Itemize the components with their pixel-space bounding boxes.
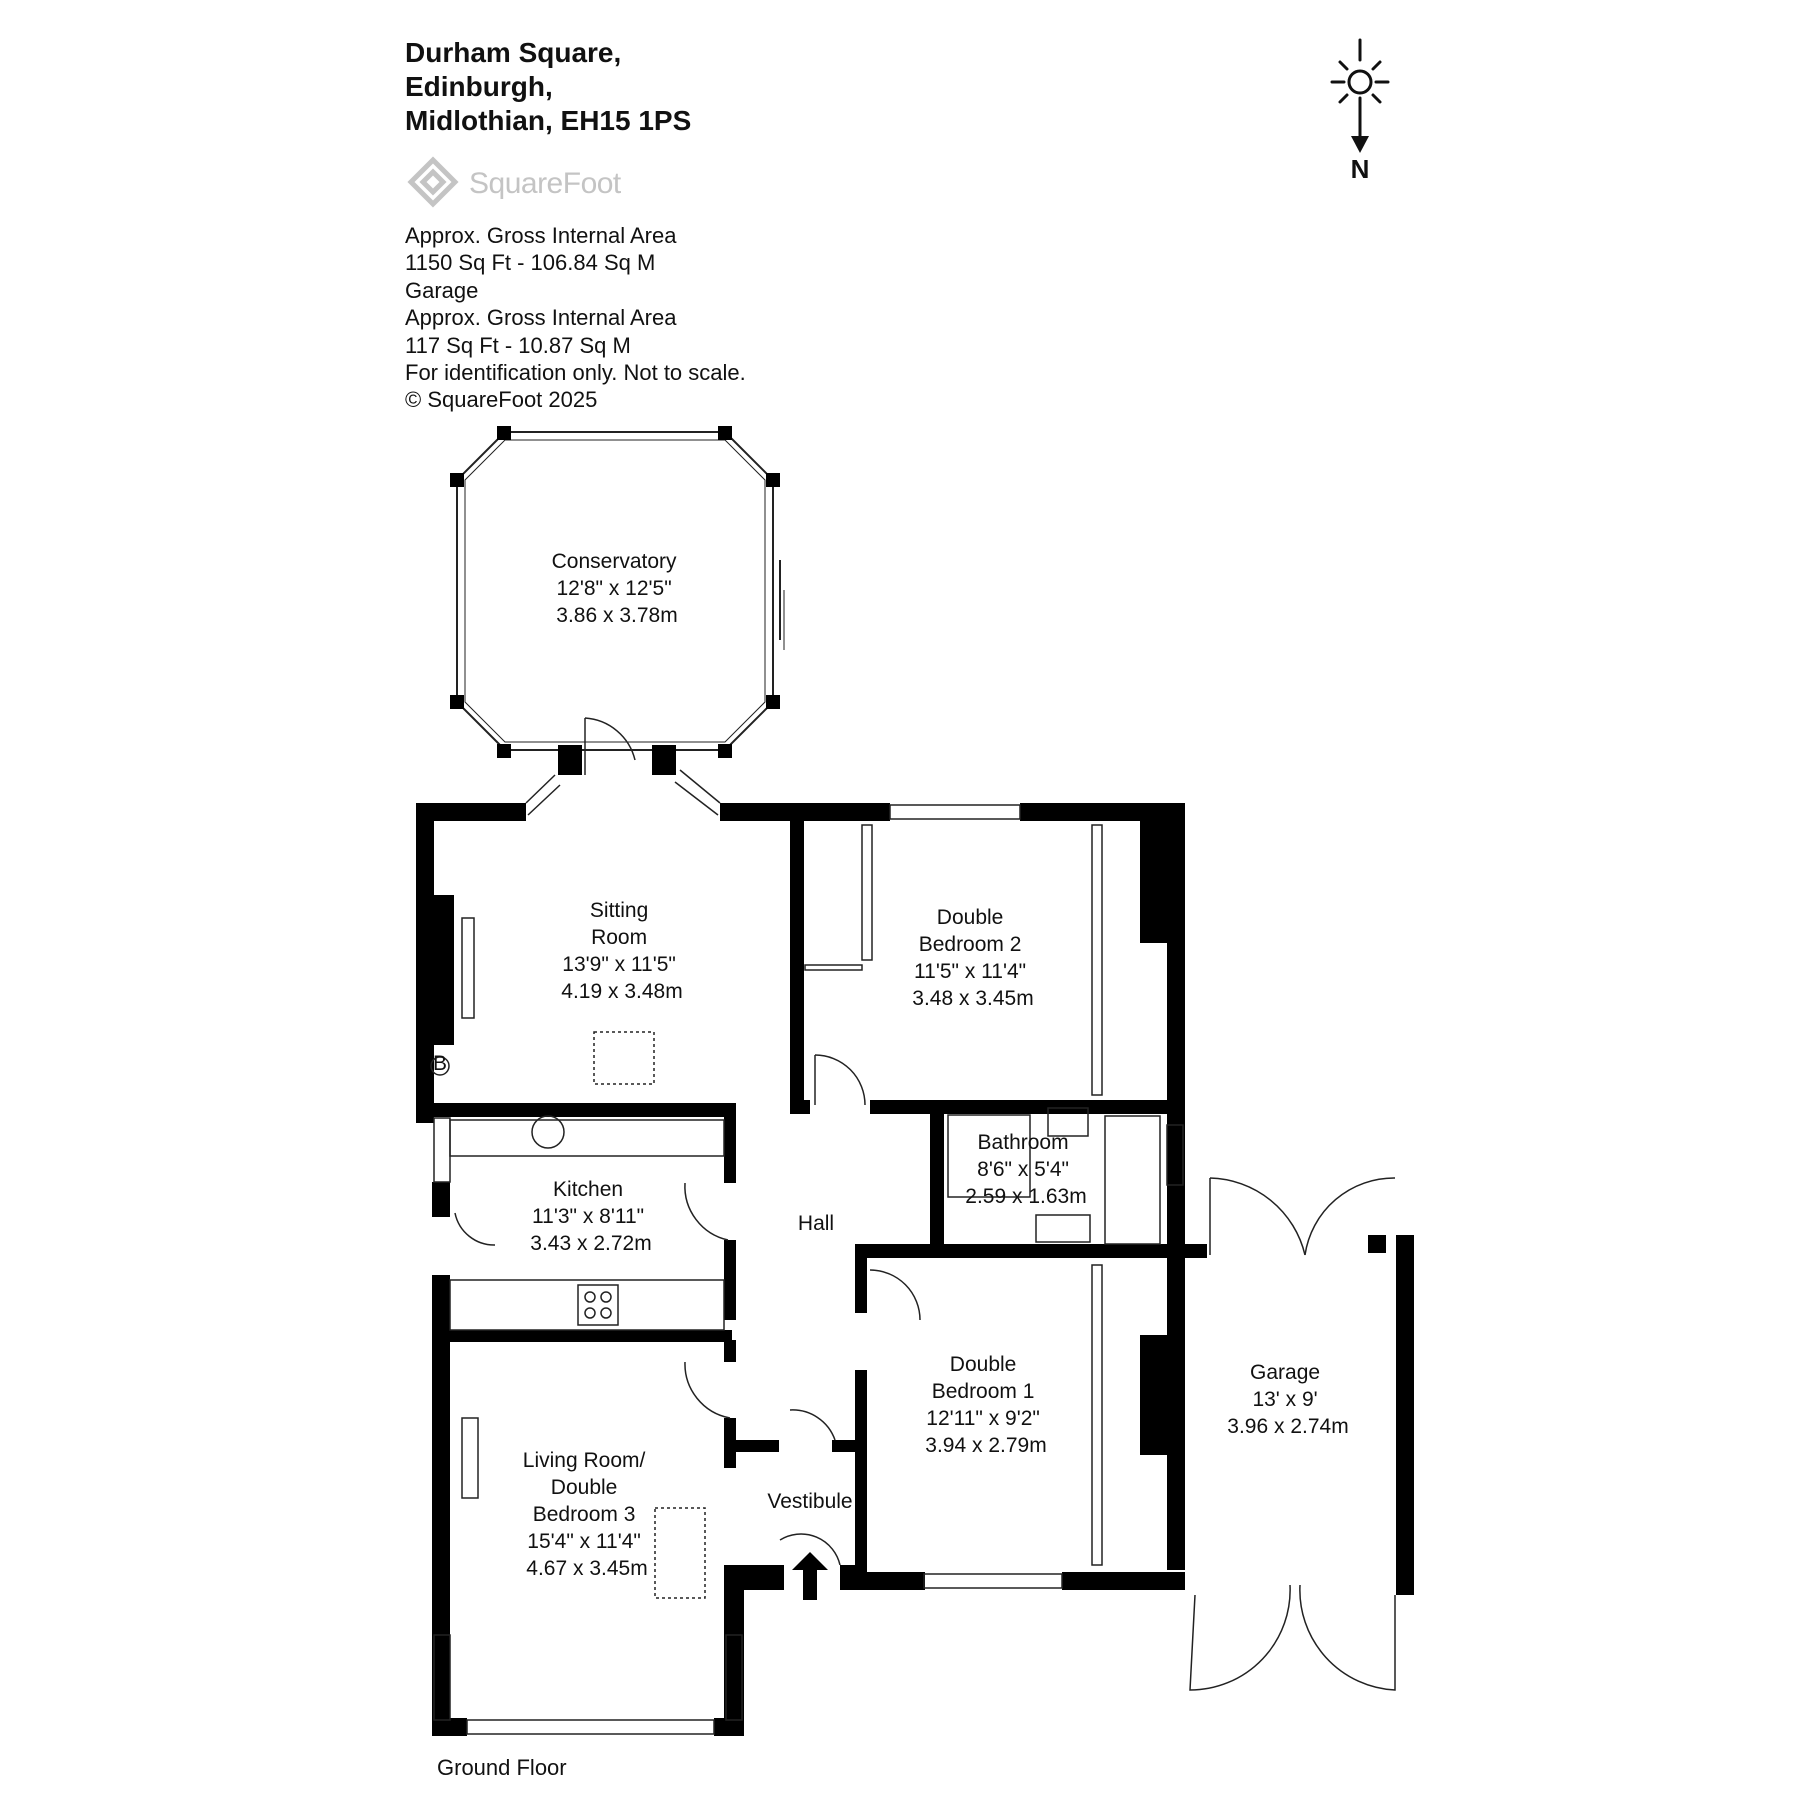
room-name: Garage (1250, 1361, 1320, 1384)
room-dim-imperial: 13' x 9' (1252, 1388, 1317, 1411)
squarefoot-logo: SquareFoot (405, 156, 621, 212)
room-name: Double (950, 1353, 1017, 1376)
squarefoot-logo-icon (407, 156, 459, 208)
floor-label: Ground Floor (437, 1755, 567, 1780)
room-dim-imperial: 12'8" x 12'5" (556, 577, 671, 600)
room-name: Living Room/ (523, 1449, 646, 1472)
room-double-bedroom-2: Double Bedroom 2 11'5" x 11'4" 3.48 x 3.… (912, 906, 1033, 1010)
conservatory-structure (450, 426, 785, 775)
room-dim-metric: 3.96 x 2.74m (1227, 1415, 1348, 1438)
room-name: Bedroom 3 (533, 1503, 636, 1526)
area-info: Approx. Gross Internal Area 1150 Sq Ft -… (405, 222, 746, 414)
room-name: Sitting (590, 899, 648, 922)
address-line-1: Durham Square, (405, 37, 622, 68)
room-name: Room (591, 926, 647, 949)
area-info-line: Approx. Gross Internal Area (405, 223, 677, 248)
compass-north-label: N (1351, 154, 1370, 180)
room-name: Conservatory (552, 550, 677, 573)
room-dim-metric: 3.43 x 2.72m (530, 1232, 651, 1255)
sun-compass-icon: N (1330, 38, 1390, 184)
door-swings (454, 717, 1396, 1691)
room-bathroom: Bathroom 8'6" x 5'4" 2.59 x 1.63m (965, 1131, 1086, 1208)
area-info-line: © SquareFoot 2025 (405, 387, 598, 413)
area-info-line: 117 Sq Ft - 10.87 Sq M (405, 332, 631, 358)
room-name: Hall (798, 1212, 834, 1235)
room-name: Double (551, 1476, 618, 1499)
exterior-walls (416, 803, 1414, 1736)
fixtures (430, 824, 1161, 1599)
room-vestibule: Vestibule (767, 1490, 852, 1513)
area-info-line: Approx. Gross Internal Area (405, 305, 677, 331)
room-dim-imperial: 11'3" x 8'11" (532, 1205, 644, 1228)
entrance-arrow-icon (792, 1552, 828, 1600)
property-address: Durham Square, Edinburgh, Midlothian, EH… (405, 36, 691, 138)
room-dim-metric: 2.59 x 1.63m (965, 1185, 1086, 1208)
room-garage: Garage 13' x 9' 3.96 x 2.74m (1227, 1361, 1348, 1438)
room-name: Vestibule (767, 1490, 852, 1513)
room-conservatory: Conservatory 12'8" x 12'5" 3.86 x 3.78m (552, 550, 683, 627)
logo-wordmark: SquareFoot (469, 167, 621, 200)
boiler-label: B (433, 1052, 447, 1075)
area-info-line: Garage (405, 277, 479, 303)
room-dim-metric: 3.94 x 2.79m (925, 1434, 1046, 1457)
room-living-room: Living Room/ Double Bedroom 3 15'4" x 11… (523, 1449, 651, 1580)
room-dim-imperial: 13'9" x 11'5" (562, 953, 676, 976)
compass: N (1320, 30, 1400, 185)
room-name: Double (937, 906, 1004, 929)
room-dim-imperial: 12'11" x 9'2" (926, 1407, 1040, 1430)
room-dim-metric: 4.67 x 3.45m (526, 1557, 647, 1580)
room-dim-metric: 3.48 x 3.45m (912, 987, 1033, 1010)
area-info-line: For identification only. Not to scale. (405, 360, 746, 386)
room-dim-imperial: 15'4" x 11'4" (527, 1530, 641, 1553)
room-kitchen: Kitchen 11'3" x 8'11" 3.43 x 2.72m (530, 1178, 651, 1255)
room-name: Bedroom 1 (932, 1380, 1035, 1403)
room-dim-imperial: 8'6" x 5'4" (977, 1158, 1069, 1181)
room-name: Bathroom (978, 1131, 1069, 1154)
address-line-3: Midlothian, EH15 1PS (405, 105, 692, 136)
room-sitting-room: Sitting Room 13'9" x 11'5" 4.19 x 3.48m (561, 899, 682, 1003)
room-double-bedroom-1: Double Bedroom 1 12'11" x 9'2" 3.94 x 2.… (925, 1353, 1046, 1457)
room-name: Bedroom 2 (919, 933, 1022, 956)
room-dim-imperial: 11'5" x 11'4" (914, 960, 1026, 983)
room-hall: Hall (798, 1212, 834, 1235)
room-name: Kitchen (553, 1178, 623, 1201)
address-line-2: Edinburgh, (405, 71, 553, 102)
room-dim-metric: 3.86 x 3.78m (556, 604, 677, 627)
room-dim-metric: 4.19 x 3.48m (561, 980, 682, 1003)
area-info-line: 1150 Sq Ft - 106.84 Sq M (405, 250, 656, 276)
